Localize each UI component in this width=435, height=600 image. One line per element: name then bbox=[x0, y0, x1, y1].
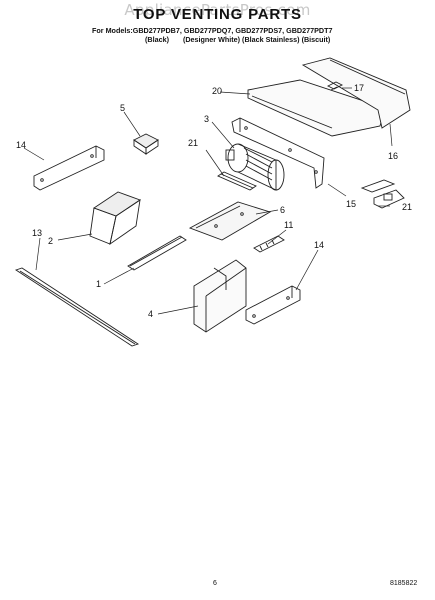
callout-20: 21 bbox=[188, 138, 198, 148]
callout-16: 16 bbox=[388, 151, 398, 161]
part-20-strip bbox=[217, 171, 257, 191]
document-number: 8185822 bbox=[390, 580, 418, 587]
callout-6: 6 bbox=[280, 205, 285, 215]
leader-lines bbox=[23, 87, 393, 315]
part-21-connector bbox=[360, 179, 405, 209]
fan-blower-assembly bbox=[225, 143, 285, 191]
page-header: AppliancePartsPros.com TOP VENTING PARTS… bbox=[0, 0, 435, 48]
part-11-terminal-block bbox=[253, 235, 285, 253]
callout-11: 11 bbox=[284, 220, 293, 230]
callout-17: 17 bbox=[354, 83, 364, 93]
part-18-top-plate bbox=[247, 79, 386, 137]
model-variants: (Black) (Designer White) (Black Stainles… bbox=[145, 35, 331, 44]
callout-15: 15 bbox=[346, 199, 356, 209]
model-numbers: For Models:GBD277PDB7, GBD277PDQ7, GBD27… bbox=[92, 26, 333, 35]
part-3-bracket bbox=[231, 117, 325, 189]
part-14-right-bracket bbox=[245, 285, 301, 325]
part-14-left-bracket bbox=[33, 145, 105, 191]
part-17-clip bbox=[326, 81, 344, 91]
page-title: TOP VENTING PARTS bbox=[133, 6, 302, 23]
part-4-housing bbox=[193, 259, 247, 333]
part-13-long-bar bbox=[14, 267, 140, 347]
part-5-switch bbox=[133, 133, 159, 155]
callout-21: 21 bbox=[402, 202, 412, 212]
part-16-side-cover bbox=[301, 57, 411, 129]
page-number: 6 bbox=[213, 580, 217, 587]
callout-3: 3 bbox=[204, 114, 209, 124]
callout-14-left: 14 bbox=[16, 140, 26, 150]
callout-5: 5 bbox=[120, 103, 125, 113]
part-2-duct bbox=[89, 191, 141, 246]
callout-18: 20 bbox=[212, 86, 222, 96]
model-list: For Models:GBD277PDB7, GBD277PDQ7, GBD27… bbox=[92, 26, 332, 44]
watermark: AppliancePartsPros.com bbox=[124, 1, 311, 19]
callout-2: 2 bbox=[48, 236, 53, 246]
callout-1: 1 bbox=[96, 279, 101, 289]
part-1-rail bbox=[127, 235, 187, 271]
callout-13: 13 bbox=[32, 228, 42, 238]
part-6-plate bbox=[188, 201, 272, 241]
callout-4: 4 bbox=[148, 309, 153, 319]
callout-14-right: 14 bbox=[314, 240, 324, 250]
